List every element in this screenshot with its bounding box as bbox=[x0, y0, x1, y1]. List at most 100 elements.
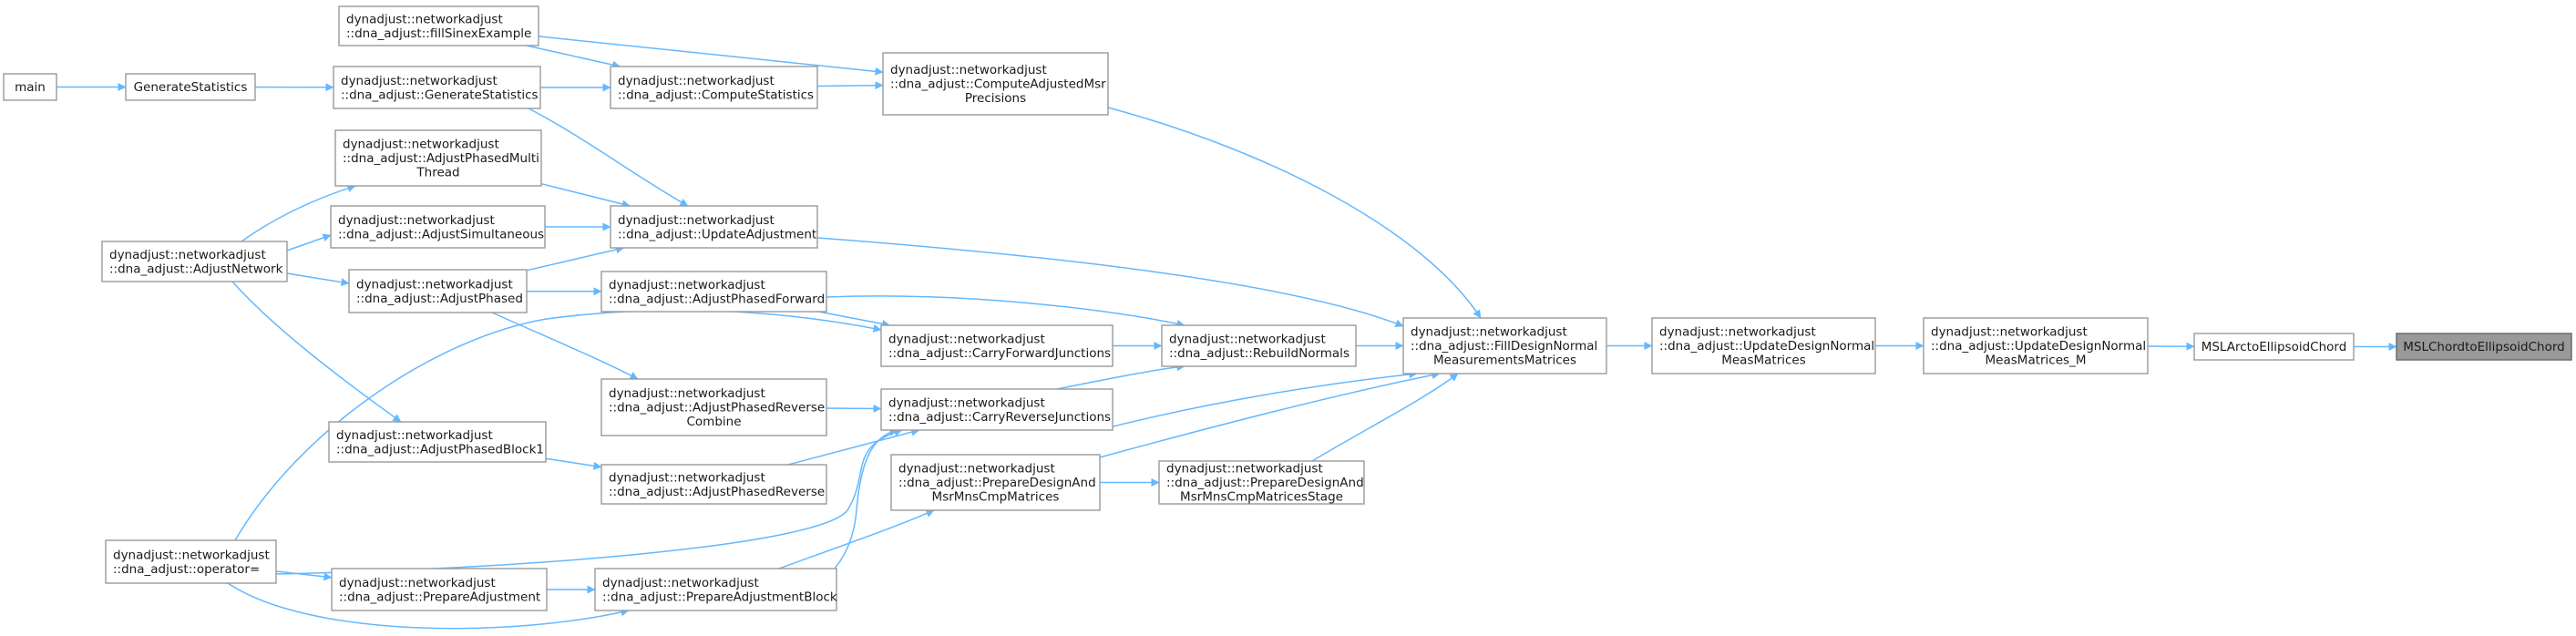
node-carryfwd[interactable]: dynadjust::networkadjust::dna_adjust::Ca… bbox=[880, 324, 1114, 367]
node-adjphasedfwd[interactable]: dynadjust::networkadjust::dna_adjust::Ad… bbox=[600, 271, 827, 313]
node-label-line: dynadjust::networkadjust bbox=[336, 428, 493, 443]
node-label-line: ::dna_adjust::PrepareDesignAnd bbox=[898, 476, 1096, 490]
node-preparedesign[interactable]: dynadjust::networkadjust::dna_adjust::Pr… bbox=[890, 454, 1101, 511]
node-label-line: dynadjust::networkadjust bbox=[898, 462, 1055, 477]
node-box bbox=[2396, 333, 2572, 361]
node-label-line: dynadjust::networkadjust bbox=[602, 576, 759, 590]
node-label-line: Thread bbox=[416, 166, 459, 180]
node-label-line: MsrMnsCmpMatricesStage bbox=[1180, 490, 1343, 505]
node-rebuild[interactable]: dynadjust::networkadjust::dna_adjust::Re… bbox=[1161, 324, 1357, 367]
node-label-line: ::dna_adjust::operator= bbox=[113, 562, 260, 577]
node-box bbox=[890, 454, 1101, 511]
node-mslchord[interactable]: MSLChordtoEllipsoidChord bbox=[2396, 333, 2572, 361]
node-label-line: dynadjust::networkadjust bbox=[113, 548, 270, 562]
node-label-line: dynadjust::networkadjust bbox=[1659, 325, 1816, 340]
node-adjphasedrevcomb[interactable]: dynadjust::networkadjust::dna_adjust::Ad… bbox=[600, 378, 827, 436]
node-label-line: ::dna_adjust::UpdateAdjustment bbox=[618, 227, 816, 241]
node-box bbox=[610, 66, 818, 109]
node-updateadj[interactable]: dynadjust::networkadjust::dna_adjust::Up… bbox=[610, 205, 818, 249]
node-box bbox=[880, 388, 1114, 431]
node-carryrev[interactable]: dynadjust::networkadjust::dna_adjust::Ca… bbox=[880, 388, 1114, 431]
node-operatoreq[interactable]: dynadjust::networkadjust::dna_adjust::op… bbox=[105, 539, 277, 584]
node-label-line: MsrMnsCmpMatrices bbox=[932, 490, 1060, 505]
node-dna_genstats[interactable]: dynadjust::networkadjust::dna_adjust::Ge… bbox=[333, 66, 541, 109]
edge-adjnetwork-to-adjsimul bbox=[286, 233, 332, 251]
node-prepareadjblock[interactable]: dynadjust::networkadjust::dna_adjust::Pr… bbox=[594, 568, 837, 611]
node-label-line: ::dna_adjust::fillSinexExample bbox=[346, 26, 531, 41]
node-filldesign[interactable]: dynadjust::networkadjust::dna_adjust::Fi… bbox=[1402, 317, 1607, 374]
node-label-line: ::dna_adjust::AdjustPhasedMulti bbox=[343, 151, 539, 166]
node-label-line: MSLChordtoEllipsoidChord bbox=[2403, 340, 2565, 354]
edge-computestats-to-computeadjmsr bbox=[816, 81, 884, 90]
node-label-line: ::dna_adjust::RebuildNormals bbox=[1169, 346, 1350, 361]
node-computestats[interactable]: dynadjust::networkadjust::dna_adjust::Co… bbox=[610, 66, 818, 109]
node-label-line: ::dna_adjust::AdjustSimultaneous bbox=[338, 227, 544, 241]
node-box bbox=[600, 378, 827, 436]
node-adjphasedblock1[interactable]: dynadjust::networkadjust::dna_adjust::Ad… bbox=[328, 421, 547, 463]
node-main[interactable]: main bbox=[3, 73, 57, 101]
node-label-line: ::dna_adjust::FillDesignNormal bbox=[1411, 339, 1597, 354]
node-label-line: Precisions bbox=[965, 91, 1026, 106]
node-genstats[interactable]: GenerateStatistics bbox=[125, 73, 256, 101]
edge-adjphased-to-adjphasedrevcomb bbox=[491, 312, 639, 380]
edge-fillsinex-to-computestats bbox=[526, 45, 621, 69]
node-adjnetwork[interactable]: dynadjust::networkadjust::dna_adjust::Ad… bbox=[101, 241, 288, 282]
node-adjphasedrev[interactable]: dynadjust::networkadjust::dna_adjust::Ad… bbox=[600, 464, 827, 505]
node-box bbox=[125, 73, 256, 101]
node-updatedesign[interactable]: dynadjust::networkadjust::dna_adjust::Up… bbox=[1651, 317, 1876, 374]
edge-dna_genstats-to-updateadj bbox=[528, 108, 689, 207]
edge-carryrev-to-filldesign bbox=[1098, 370, 1418, 431]
node-label-line: ::dna_adjust::GenerateStatistics bbox=[341, 87, 539, 102]
node-box bbox=[594, 568, 837, 611]
edge-fillsinex-to-computeadjmsr bbox=[538, 36, 884, 76]
node-box bbox=[328, 421, 547, 463]
node-computeadjmsr[interactable]: dynadjust::networkadjust::dna_adjust::Co… bbox=[882, 52, 1109, 116]
node-label-line: Combine bbox=[686, 415, 741, 429]
node-adjphasedmulti[interactable]: dynadjust::networkadjust::dna_adjust::Ad… bbox=[334, 129, 542, 187]
edge-operatoreq-to-prepareadj bbox=[275, 570, 333, 581]
node-box bbox=[101, 241, 288, 282]
edge-carryrev-to-rebuild bbox=[1056, 363, 1185, 390]
node-box bbox=[610, 205, 818, 249]
node-label-line: MeasurementsMatrices bbox=[1433, 354, 1576, 368]
edge-adjphasedfwd-to-carryfwd bbox=[818, 311, 891, 328]
edge-operatoreq-to-carryrev bbox=[275, 428, 903, 575]
node-label-line: GenerateStatistics bbox=[134, 80, 248, 95]
node-updatedesignm[interactable]: dynadjust::networkadjust::dna_adjust::Up… bbox=[1923, 317, 2149, 374]
edge-computeadjmsr-to-filldesign bbox=[1107, 107, 1482, 319]
node-box bbox=[331, 568, 548, 611]
node-box bbox=[600, 464, 827, 505]
node-label-line: ::dna_adjust::AdjustPhasedReverse bbox=[609, 485, 825, 499]
edge-adjnetwork-to-adjphased bbox=[286, 272, 350, 287]
node-label-line: dynadjust::networkadjust bbox=[356, 277, 513, 292]
node-adjphased[interactable]: dynadjust::networkadjust::dna_adjust::Ad… bbox=[348, 269, 528, 313]
node-mslarc[interactable]: MSLArctoEllipsoidChord bbox=[2193, 333, 2355, 361]
node-label-line: main bbox=[15, 80, 46, 95]
node-label-line: dynadjust::networkadjust bbox=[890, 63, 1047, 77]
node-label-line: ::dna_adjust::UpdateDesignNormal bbox=[1931, 339, 2146, 354]
node-preparedesignstage[interactable]: dynadjust::networkadjust::dna_adjust::Pr… bbox=[1158, 460, 1365, 505]
node-box bbox=[333, 66, 541, 109]
node-label-line: dynadjust::networkadjust bbox=[1166, 462, 1323, 477]
node-label-line: dynadjust::networkadjust bbox=[609, 278, 765, 292]
node-label-line: ::dna_adjust::UpdateDesignNormal bbox=[1659, 339, 1874, 354]
node-fillsinex[interactable]: dynadjust::networkadjust::dna_adjust::fi… bbox=[338, 5, 539, 46]
node-label-line: ::dna_adjust::AdjustPhasedBlock1 bbox=[336, 442, 544, 456]
node-label-line: ::dna_adjust::CarryForwardJunctions bbox=[888, 346, 1111, 361]
node-label-line: ::dna_adjust::ComputeStatistics bbox=[618, 87, 814, 102]
node-box bbox=[338, 5, 539, 46]
node-box bbox=[3, 73, 57, 101]
node-box bbox=[600, 271, 827, 313]
node-label-line: ::dna_adjust::PrepareAdjustmentBlock bbox=[602, 590, 837, 604]
edge-prepareadjblock-to-preparedesign bbox=[778, 509, 935, 569]
node-prepareadj[interactable]: dynadjust::networkadjust::dna_adjust::Pr… bbox=[331, 568, 548, 611]
edge-preparedesign-to-filldesign bbox=[1099, 371, 1441, 458]
node-label-line: ::dna_adjust::CarryReverseJunctions bbox=[888, 410, 1111, 425]
node-label-line: MeasMatrices_M bbox=[1986, 354, 2087, 368]
node-label-line: dynadjust::networkadjust bbox=[346, 12, 503, 26]
node-adjsimul[interactable]: dynadjust::networkadjust::dna_adjust::Ad… bbox=[330, 205, 546, 249]
node-label-line: ::dna_adjust::ComputeAdjustedMsr bbox=[890, 77, 1106, 92]
node-box bbox=[1923, 317, 2149, 374]
node-box bbox=[105, 539, 277, 584]
